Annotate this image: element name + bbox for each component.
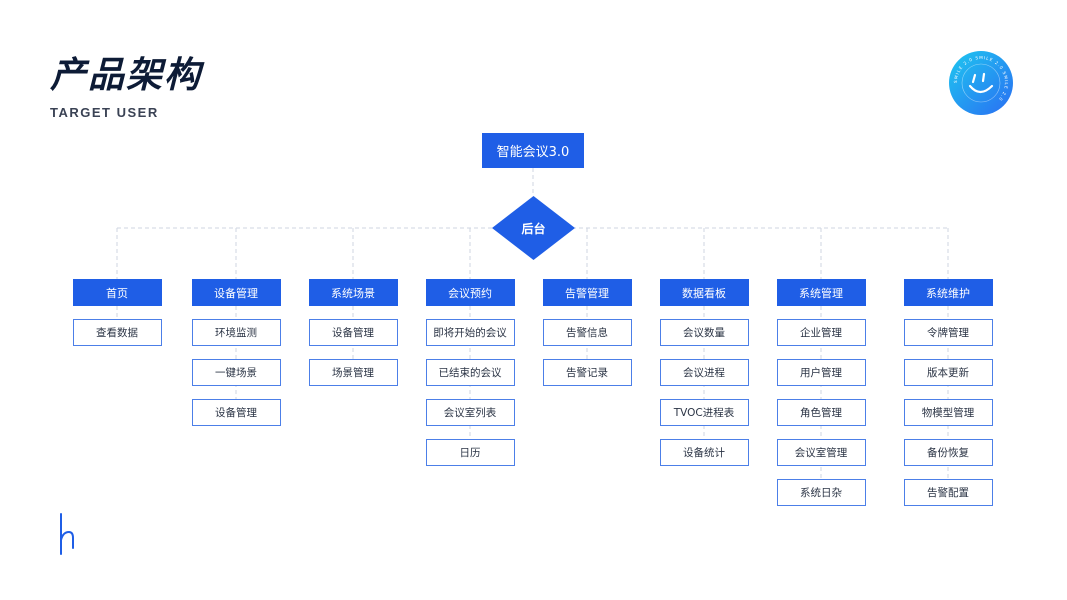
module-item: 会议室管理 (776, 439, 866, 466)
module-item: 用户管理 (776, 359, 866, 386)
module-item: 角色管理 (776, 399, 866, 426)
hub-label: 后台 (521, 221, 546, 236)
module-item: 版本更新 (903, 359, 993, 386)
page-title: 产品架构 (50, 55, 203, 96)
module-item: 已结束的会议 (425, 359, 515, 386)
module-item: 令牌管理 (903, 319, 993, 346)
module-header: 系统维护 (903, 279, 993, 306)
module-header: 数据看板 (659, 279, 749, 306)
hub-node: 后台 (492, 196, 575, 260)
module-item: 设备管理 (308, 319, 398, 346)
module-item: 告警记录 (542, 359, 632, 386)
module-item: 企业管理 (776, 319, 866, 346)
module-item: 设备统计 (659, 439, 749, 466)
page-subtitle: TARGET USER (50, 105, 159, 120)
module-item: 日历 (425, 439, 515, 466)
module-header: 会议预约 (425, 279, 515, 306)
module-header: 首页 (72, 279, 162, 306)
module-header: 设备管理 (191, 279, 281, 306)
root-node: 智能会议3.0 (482, 133, 584, 168)
module-item: TVOC进程表 (659, 399, 749, 426)
module-item: 告警信息 (542, 319, 632, 346)
module-item: 设备管理 (191, 399, 281, 426)
module-item: 会议进程 (659, 359, 749, 386)
module-item: 备份恢复 (903, 439, 993, 466)
module-item: 一键场景 (191, 359, 281, 386)
module-header: 系统场景 (308, 279, 398, 306)
module-header: 告警管理 (542, 279, 632, 306)
hub-diamond-shape (492, 196, 575, 260)
module-item: 会议室列表 (425, 399, 515, 426)
module-item: 系统日杂 (776, 479, 866, 506)
module-item: 会议数量 (659, 319, 749, 346)
module-item: 物模型管理 (903, 399, 993, 426)
module-item: 查看数据 (72, 319, 162, 346)
module-item: 环境监测 (191, 319, 281, 346)
module-item: 告警配置 (903, 479, 993, 506)
brand-mark-icon (60, 513, 74, 555)
module-header: 系统管理 (776, 279, 866, 306)
smiley-badge-icon: SMILE 2.0 SMILE 2.0 SMILE 2.0 (949, 51, 1013, 115)
module-item: 场景管理 (308, 359, 398, 386)
module-item: 即将开始的会议 (425, 319, 515, 346)
